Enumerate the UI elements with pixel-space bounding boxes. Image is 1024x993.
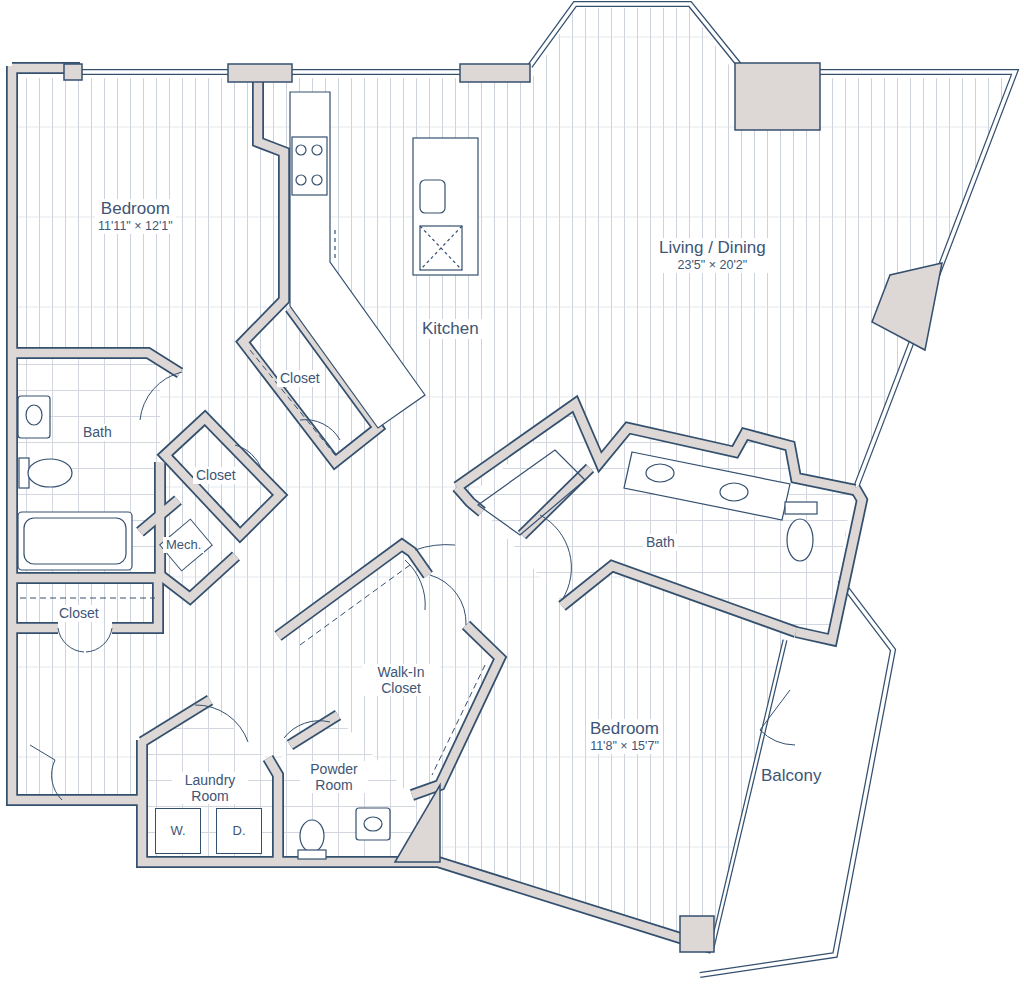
- room-name: Balcony: [758, 766, 824, 786]
- room-name: Closet: [277, 370, 323, 387]
- room-label: Living / Dining23'5" × 20'2": [656, 238, 769, 273]
- room-label: Kitchen: [419, 319, 482, 339]
- room-label: Walk-In Closet: [362, 664, 440, 696]
- room-name: Walk-In Closet: [362, 664, 440, 696]
- room-dimension: 11'8" × 15'7": [587, 739, 662, 754]
- room-label: Bath: [80, 424, 115, 441]
- appliance-box: D.: [216, 808, 262, 854]
- room-name: Bath: [80, 424, 115, 441]
- room-name: Living / Dining: [656, 238, 769, 258]
- room-dimension: 11'11" × 12'1": [95, 219, 176, 234]
- room-label: Bedroom11'8" × 15'7": [587, 719, 662, 754]
- room-label: Balcony: [758, 766, 824, 786]
- room-name: Laundry Room: [172, 772, 248, 804]
- room-name: Powder Room: [300, 761, 368, 793]
- room-label: Bedroom11'11" × 12'1": [95, 199, 176, 234]
- room-name: Bedroom: [95, 199, 176, 219]
- room-name: Closet: [56, 605, 102, 622]
- room-name: Bath: [643, 534, 678, 551]
- room-name: W.: [167, 823, 188, 839]
- room-label: Bath: [643, 534, 678, 551]
- room-label: Powder Room: [300, 761, 368, 793]
- appliance-box: W.: [155, 808, 201, 854]
- room-label: Closet: [56, 605, 102, 622]
- room-dimension: 23'5" × 20'2": [656, 258, 769, 273]
- room-name: D.: [230, 823, 249, 839]
- room-label: Closet: [277, 370, 323, 387]
- room-name: Mech.: [163, 537, 204, 553]
- room-name: Bedroom: [587, 719, 662, 739]
- room-name: Closet: [193, 467, 239, 484]
- room-label: Laundry RoomW. D.: [148, 772, 272, 860]
- room-label: Mech.: [163, 537, 204, 553]
- room-name: Kitchen: [419, 319, 482, 339]
- room-label: Closet: [193, 467, 239, 484]
